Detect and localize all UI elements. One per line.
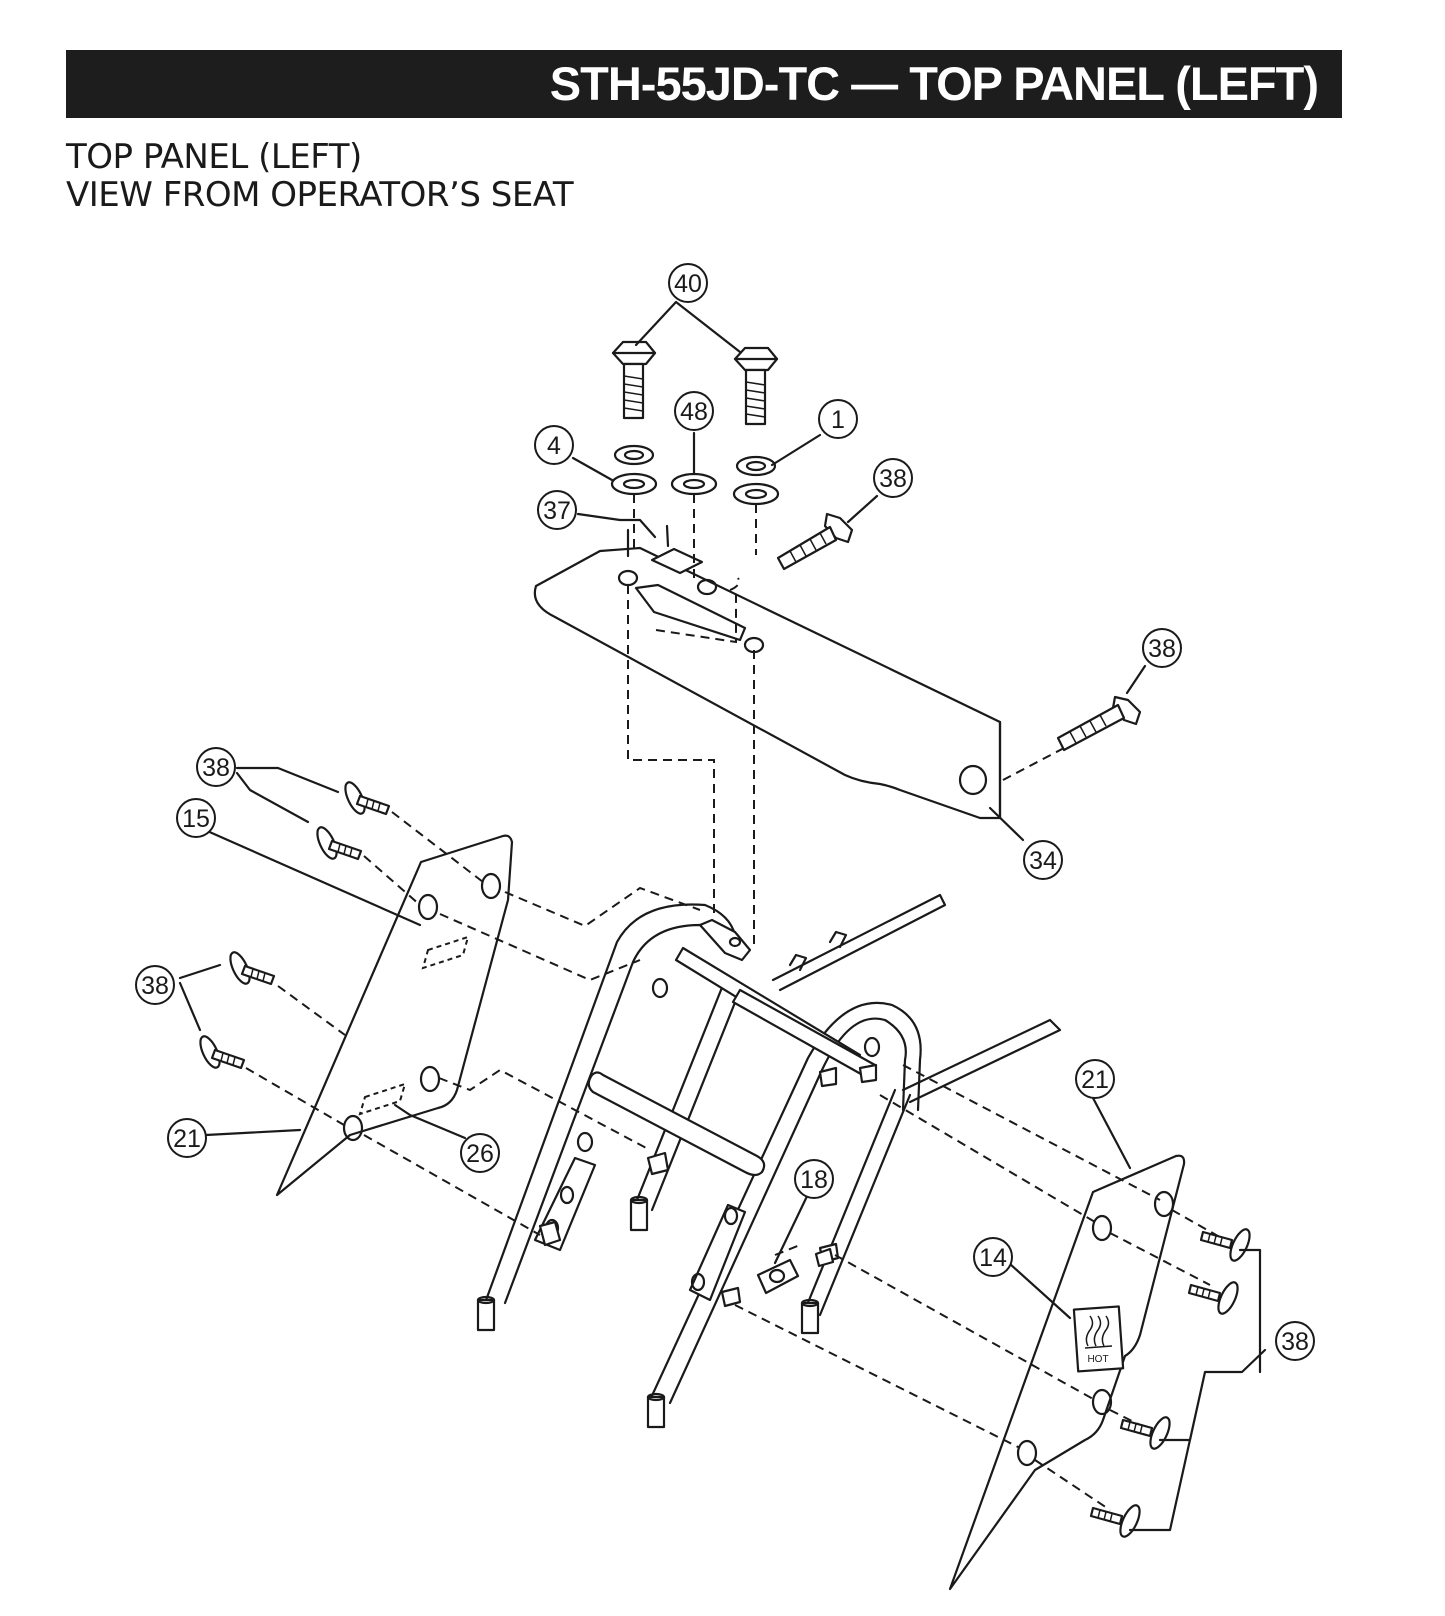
svg-text:15: 15	[182, 805, 210, 833]
callout-37: 37	[537, 490, 577, 530]
callout-38-left-lower: 38	[135, 965, 175, 1005]
top-panel-part	[533, 524, 1002, 820]
callout-4: 4	[534, 425, 574, 465]
title-bar: STH-55JD-TC — TOP PANEL (LEFT)	[66, 50, 1342, 118]
callout-21-right: 21	[1075, 1059, 1115, 1099]
svg-text:38: 38	[141, 972, 169, 1000]
svg-text:4: 4	[547, 432, 561, 460]
svg-text:26: 26	[466, 1140, 494, 1168]
callout-26: 26	[460, 1133, 500, 1173]
svg-text:38: 38	[1281, 1328, 1309, 1356]
svg-text:48: 48	[680, 398, 708, 426]
svg-text:1: 1	[831, 406, 845, 434]
hot-warning-label: HOT	[1072, 1305, 1125, 1373]
page-title: STH-55JD-TC — TOP PANEL (LEFT)	[549, 57, 1319, 110]
svg-text:18: 18	[800, 1166, 828, 1194]
screws-38-right	[1089, 1228, 1251, 1538]
bracket-part-18	[756, 1247, 835, 1295]
frame-feet	[476, 1195, 820, 1429]
svg-text:34: 34	[1029, 847, 1057, 875]
callout-14: 14	[973, 1237, 1013, 1277]
frame-assembly	[476, 893, 1062, 1429]
right-side-panel-part: HOT	[948, 1154, 1186, 1591]
svg-text:21: 21	[173, 1125, 201, 1153]
left-side-panel-part	[275, 834, 514, 1197]
svg-text:21: 21	[1081, 1066, 1109, 1094]
svg-text:38: 38	[879, 465, 907, 493]
callout-38-panel: 38	[1142, 628, 1182, 668]
callout-40: 40	[668, 263, 708, 303]
svg-text:37: 37	[543, 497, 571, 525]
callout-1: 1	[818, 399, 858, 439]
subtitle-line-1: TOP PANEL (LEFT)	[66, 137, 362, 177]
svg-text:14: 14	[979, 1244, 1007, 1272]
bolt-38-top	[776, 512, 854, 571]
svg-text:38: 38	[202, 754, 230, 782]
bolt-38-panel-right	[1056, 695, 1142, 752]
callout-48: 48	[674, 391, 714, 431]
subtitle-line-2: VIEW FROM OPERATOR’S SEAT	[66, 175, 574, 215]
callout-34: 34	[1023, 840, 1063, 880]
callout-18: 18	[794, 1159, 834, 1199]
leader-lines	[178, 300, 1267, 1532]
svg-text:40: 40	[674, 270, 702, 298]
bolt-40-right	[733, 346, 779, 426]
screws-38-left	[199, 781, 391, 1070]
callout-38-left-upper: 38	[196, 747, 236, 787]
hot-label-text: HOT	[1087, 1354, 1108, 1365]
callout-38-right: 38	[1275, 1321, 1315, 1361]
callout-21-left: 21	[167, 1118, 207, 1158]
callout-15: 15	[176, 798, 216, 838]
bolt-40-left	[611, 340, 657, 420]
callout-38-top: 38	[873, 458, 913, 498]
subtitle: TOP PANEL (LEFT) VIEW FROM OPERATOR’S SE…	[66, 137, 574, 215]
svg-text:38: 38	[1148, 635, 1176, 663]
